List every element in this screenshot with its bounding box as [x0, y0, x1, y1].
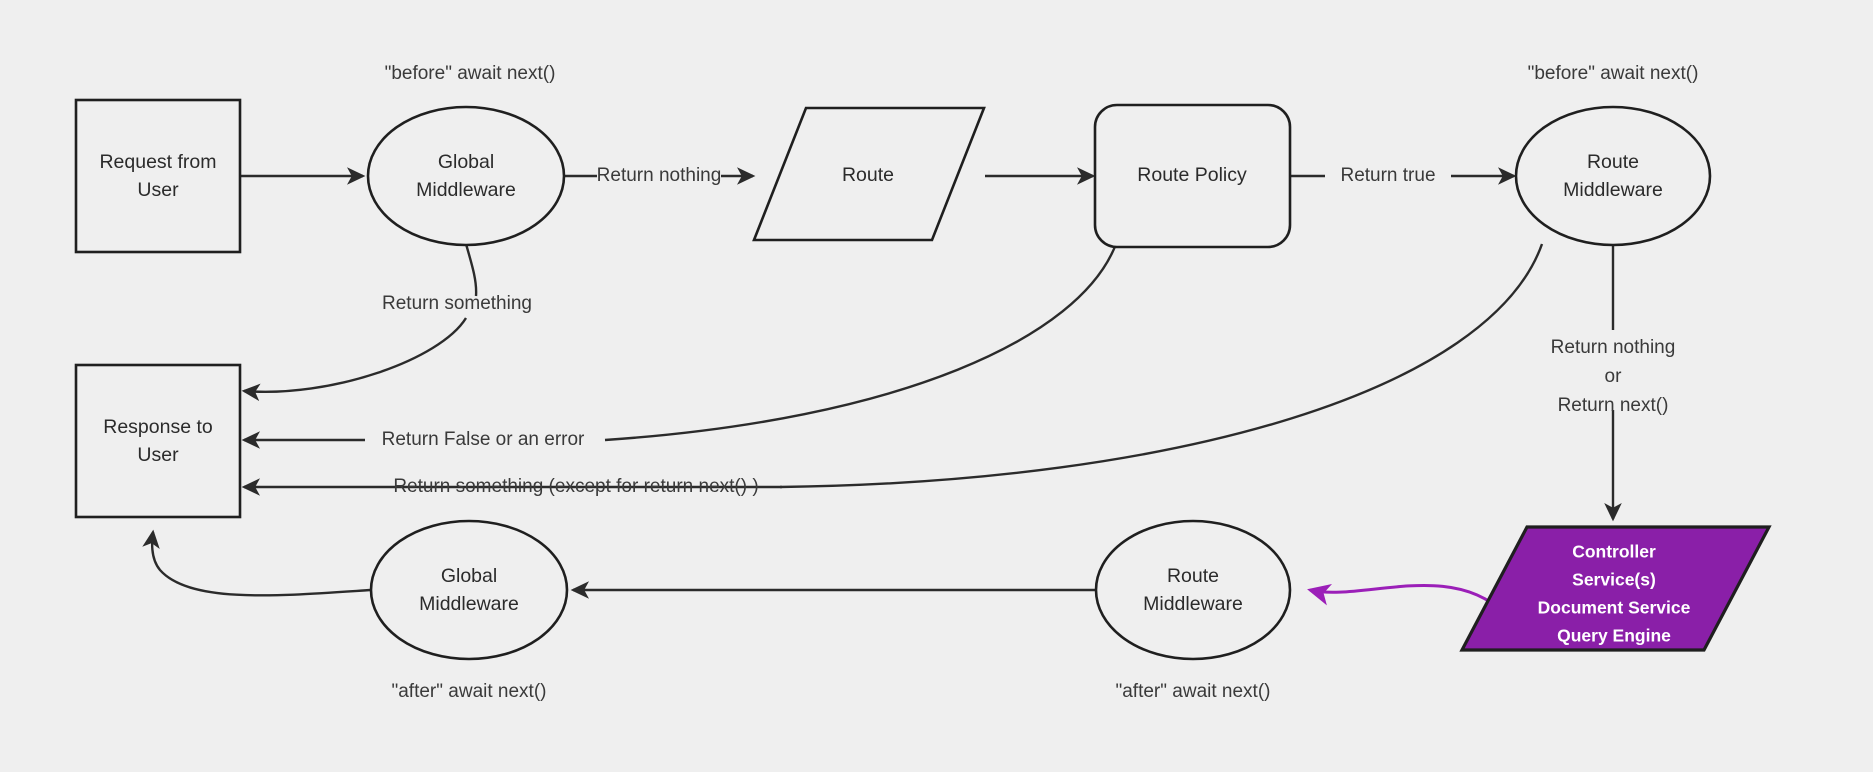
nodes-layer: Request from User Global Middleware Rout…	[74, 98, 1772, 661]
controller-services-label-line3: Document Service	[1538, 598, 1691, 618]
route-policy-label: Route Policy	[1137, 164, 1247, 186]
node-controller-services[interactable]: Controller Service(s) Document Service Q…	[1459, 525, 1772, 652]
edge-label-return-true: Return true	[1340, 165, 1435, 186]
node-request-from-user[interactable]: Request from User	[74, 98, 242, 254]
route-label: Route	[842, 164, 894, 186]
edges-layer	[142, 167, 1622, 615]
request-from-user-label-line1: Request from	[99, 151, 216, 173]
route-middleware-bottom-label-line2: Middleware	[1143, 593, 1243, 615]
node-route[interactable]: Route	[752, 106, 986, 242]
route-middleware-top-label-line1: Route	[1587, 151, 1639, 173]
global-middleware-bottom-ellipse[interactable]	[369, 519, 569, 661]
edge-label-return-nothing: Return nothing	[597, 165, 722, 186]
global-middleware-bottom-label-line1: Global	[441, 565, 497, 587]
global-middleware-top-label-line2: Middleware	[416, 179, 516, 201]
annotation-after-await-next-global: "after" await next()	[392, 681, 547, 702]
annotation-after-await-next-route: "after" await next()	[1116, 681, 1271, 702]
route-middleware-bottom-ellipse[interactable]	[1094, 519, 1292, 661]
global-middleware-bottom-label-line2: Middleware	[419, 593, 519, 615]
controller-services-label-line2: Service(s)	[1572, 570, 1656, 590]
edge-global-middleware-return-something-lower	[241, 317, 468, 402]
edge-label-return-something: Return something	[382, 293, 532, 314]
route-policy-rect[interactable]	[1093, 103, 1292, 249]
controller-services-label-line4: Query Engine	[1557, 626, 1671, 646]
controller-services-label-line1: Controller	[1572, 542, 1656, 562]
edge-route-policy-return-false-curve	[604, 243, 1118, 442]
annotation-before-await-next-route: "before" await next()	[1528, 63, 1699, 84]
edge-controller-to-route-middleware-bottom	[1307, 583, 1506, 615]
edge-global-middleware-bottom-to-response	[142, 529, 372, 597]
node-global-middleware-bottom[interactable]: Global Middleware	[369, 519, 569, 661]
edge-label-return-false-or-error: Return False or an error	[382, 429, 585, 450]
node-route-policy[interactable]: Route Policy	[1093, 103, 1292, 249]
node-route-middleware-bottom[interactable]: Route Middleware	[1094, 519, 1292, 661]
response-to-user-rect[interactable]	[74, 363, 242, 519]
annotations-layer: "before" await next() "before" await nex…	[385, 63, 1699, 702]
node-route-middleware-top[interactable]: Route Middleware	[1514, 105, 1712, 247]
annotation-before-await-next-global: "before" await next()	[385, 63, 556, 84]
node-global-middleware-top[interactable]: Global Middleware	[366, 105, 566, 247]
route-middleware-top-ellipse[interactable]	[1514, 105, 1712, 247]
global-middleware-top-ellipse[interactable]	[366, 105, 566, 247]
request-from-user-label-line2: User	[137, 179, 179, 201]
global-middleware-top-label-line1: Global	[438, 151, 494, 173]
route-parallelogram[interactable]	[752, 106, 986, 242]
edge-labels-layer: Return nothing Return true Return someth…	[382, 165, 1676, 497]
edge-label-return-nothing-or-line3: Return next()	[1558, 395, 1669, 416]
edge-label-return-something-except: Return something (except for return next…	[393, 476, 758, 497]
response-to-user-label-line1: Response to	[103, 416, 213, 438]
route-middleware-bottom-label-line1: Route	[1167, 565, 1219, 587]
response-to-user-label-line2: User	[137, 444, 179, 466]
route-middleware-top-label-line2: Middleware	[1563, 179, 1663, 201]
node-response-to-user[interactable]: Response to User	[74, 363, 242, 519]
edge-label-return-nothing-or-line2: or	[1605, 366, 1623, 387]
edge-global-middleware-return-something-upper	[464, 243, 478, 297]
edge-route-middleware-return-something-except-curve	[779, 243, 1544, 489]
request-from-user-rect[interactable]	[74, 98, 242, 254]
edge-label-return-nothing-or-line1: Return nothing	[1551, 337, 1676, 358]
controller-services-parallelogram[interactable]	[1459, 525, 1772, 652]
